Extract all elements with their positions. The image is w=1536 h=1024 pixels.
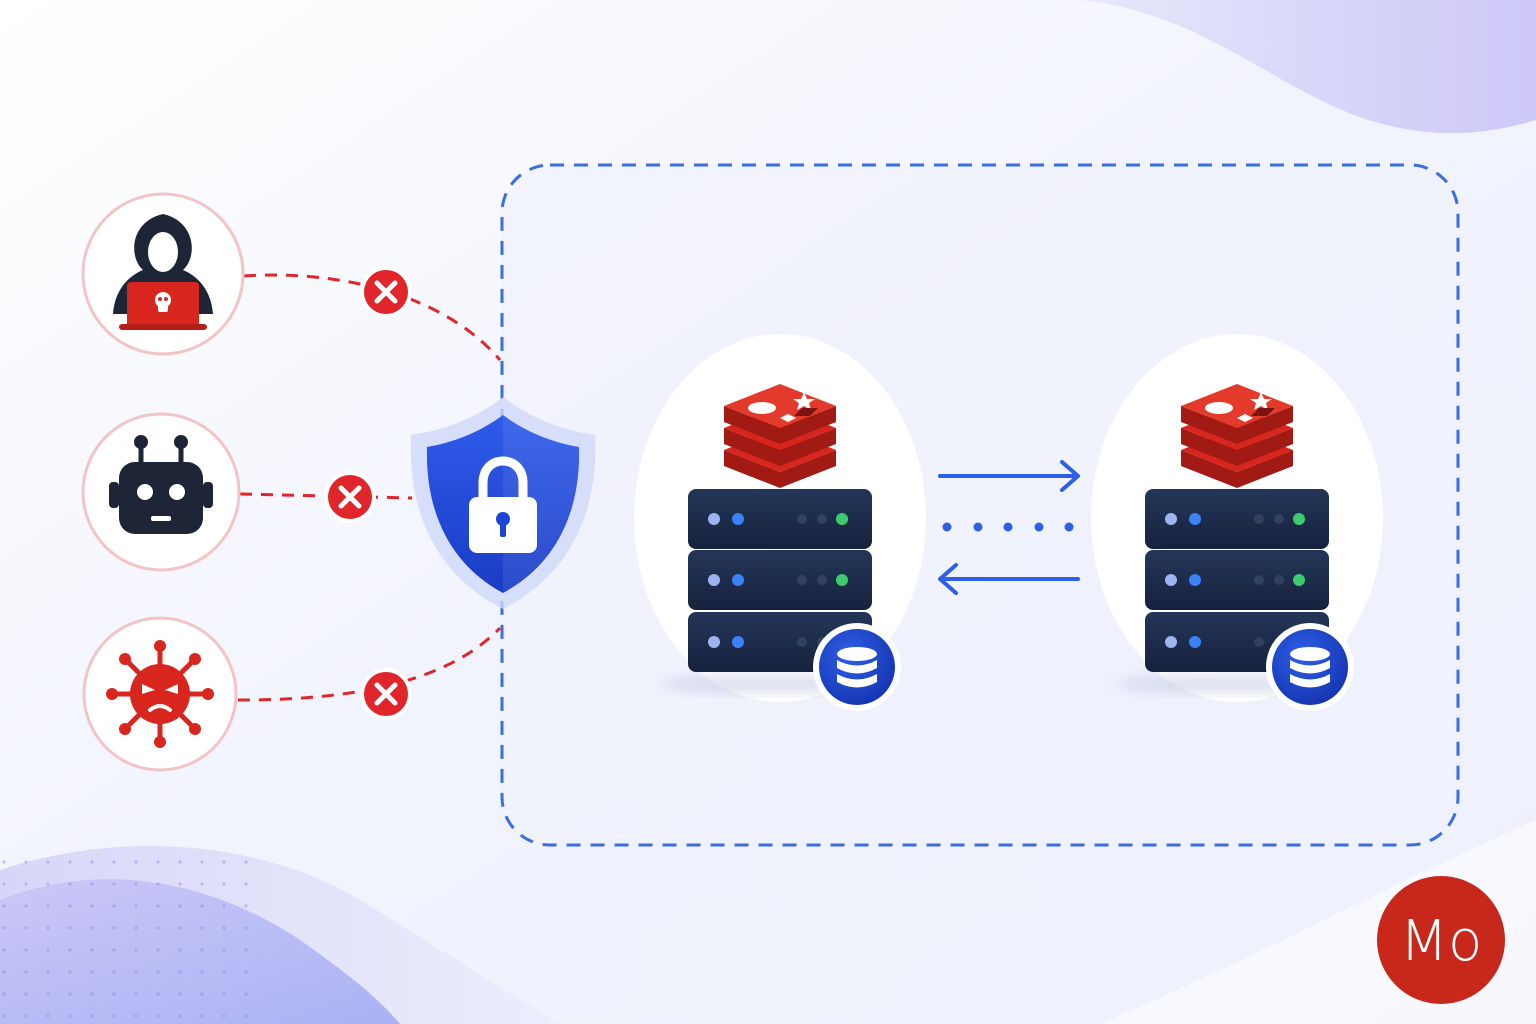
- sync-dots: [942, 522, 1074, 532]
- threat-hacker: [81, 192, 245, 356]
- dot-grid-pattern: [0, 860, 260, 1024]
- server-rack-icon: [1145, 489, 1329, 672]
- redis-node-primary: [634, 334, 926, 711]
- database-icon: [813, 623, 901, 711]
- redis-logo-icon: [724, 384, 836, 488]
- brand-logo-text: Mo: [1400, 909, 1483, 974]
- redis-logo-icon: [1181, 384, 1293, 488]
- redis-node-replica: [1091, 334, 1383, 711]
- block-marker-bot: [324, 471, 376, 523]
- database-icon: [1266, 623, 1354, 711]
- server-rack-icon: [688, 489, 872, 672]
- arrow-right-icon: [938, 460, 1080, 492]
- close-icon: [374, 682, 398, 706]
- brand-logo: Mo: [1377, 876, 1505, 1004]
- robot-icon: [109, 435, 213, 534]
- threat-virus: [82, 616, 238, 772]
- top-right-wave: [1080, 0, 1536, 134]
- block-marker-hacker: [360, 266, 412, 318]
- lock-icon: [469, 456, 537, 553]
- close-icon: [374, 280, 398, 304]
- close-icon: [338, 485, 362, 509]
- security-shield: [410, 397, 596, 609]
- hooded-hacker-icon: [113, 214, 213, 330]
- virus-icon: [106, 640, 214, 748]
- threat-bot: [81, 412, 241, 572]
- replication-link: [938, 460, 1080, 595]
- hacker-connection-line: [243, 273, 502, 361]
- arrow-left-icon: [938, 563, 1080, 595]
- block-marker-virus: [360, 668, 412, 720]
